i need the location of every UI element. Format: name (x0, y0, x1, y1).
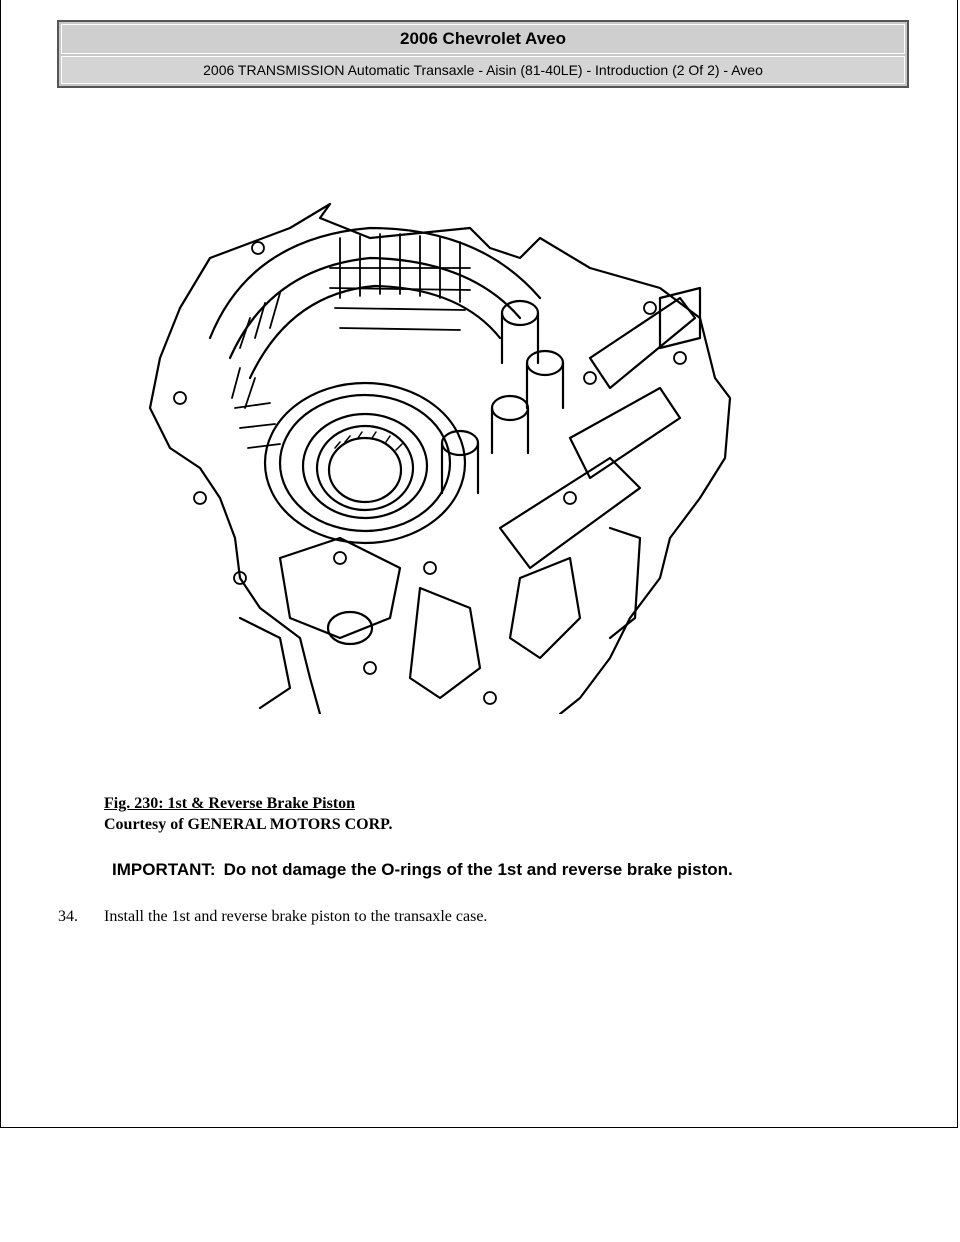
header-subtitle: 2006 TRANSMISSION Automatic Transaxle - … (61, 56, 905, 84)
transaxle-case-illustration (140, 198, 740, 716)
important-text: Do not damage the O-rings of the 1st and… (223, 860, 733, 879)
page-frame (0, 0, 958, 1128)
header-title: 2006 Chevrolet Aveo (61, 24, 905, 54)
figure-courtesy: Courtesy of GENERAL MOTORS CORP. (104, 816, 393, 833)
step-text: Install the 1st and reverse brake piston… (104, 908, 488, 925)
document-header: 2006 Chevrolet Aveo 2006 TRANSMISSION Au… (57, 20, 909, 88)
procedure-step: 34. Install the 1st and reverse brake pis… (58, 908, 487, 926)
figure-caption[interactable]: Fig. 230: 1st & Reverse Brake Piston (104, 795, 356, 812)
important-note: IMPORTANT: Do not damage the O-rings of t… (112, 860, 733, 880)
important-label: IMPORTANT: (112, 860, 216, 879)
step-number: 34. (58, 908, 78, 925)
